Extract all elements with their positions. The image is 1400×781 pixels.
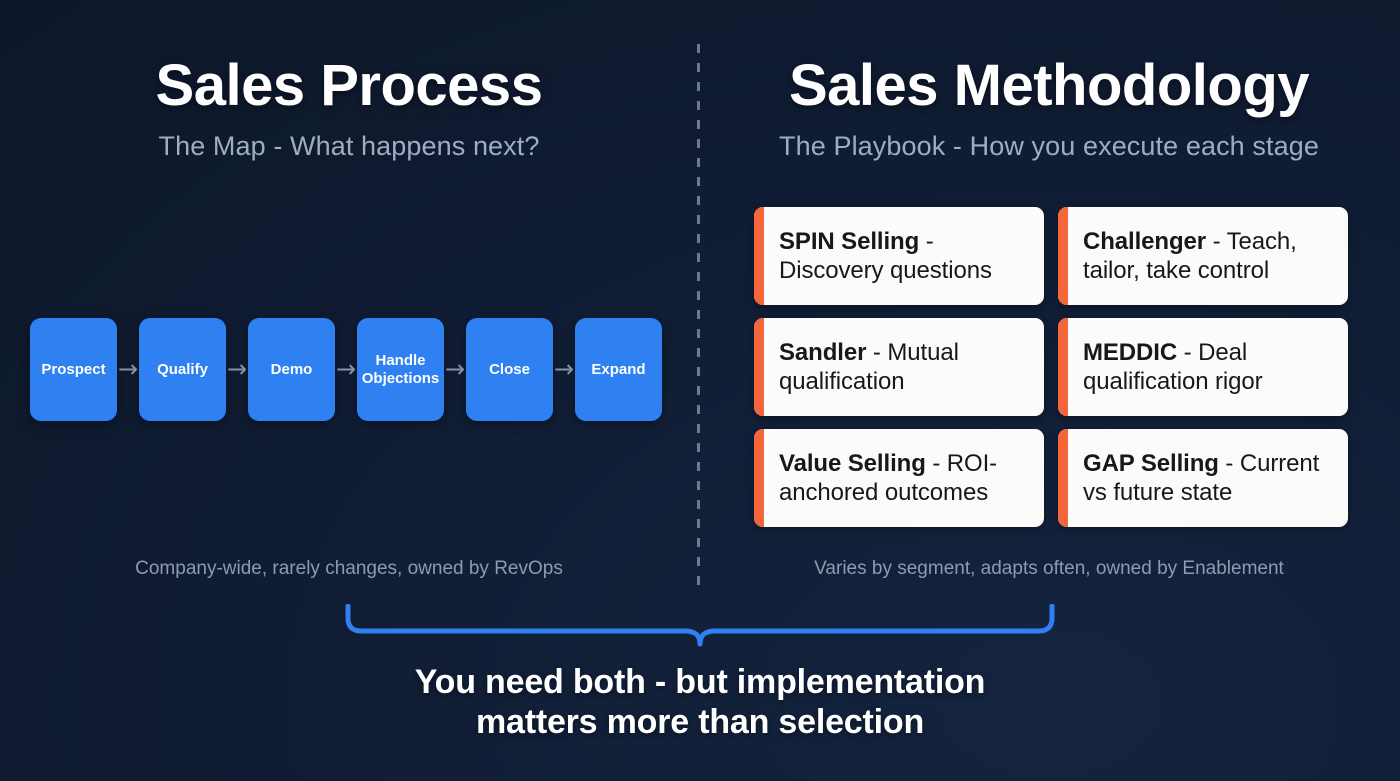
card-accent-bar [754,318,764,416]
methodology-card[interactable]: MEDDIC - Deal qualification rigor [1058,318,1348,416]
process-stage[interactable]: Close [466,318,553,421]
sales-process-column: Sales Process The Map - What happens nex… [0,0,698,781]
methodology-description: - Discovery questions [779,227,992,284]
methodology-description: - Deal qualification rigor [1083,338,1263,395]
methodology-card[interactable]: SPIN Selling - Discovery questions [754,207,1044,305]
methodology-description: - Teach, tailor, take control [1083,227,1297,284]
process-stage-label: Qualify [157,360,208,378]
methodology-card-text: Value Selling - ROI-anchored outcomes [764,449,1044,507]
methodology-card[interactable]: Sandler - Mutual qualification [754,318,1044,416]
methodology-description: - ROI-anchored outcomes [779,449,998,506]
methodology-name: Value Selling [779,449,926,477]
subtitle-right: The Playbook - How you execute each stag… [779,130,1319,161]
methodology-name: Challenger [1083,227,1207,255]
methodology-card-text: Sandler - Mutual qualification [764,338,1044,396]
page-title-right: Sales Methodology [788,53,1310,118]
arrow-right-icon: → [117,354,139,383]
arrow-right-icon: → [226,354,248,383]
methodology-name: MEDDIC [1083,338,1178,366]
footnote-left: Company-wide, rarely changes, owned by R… [135,558,563,579]
card-accent-bar [1058,207,1068,305]
process-stage[interactable]: Demo [248,318,335,421]
brace-icon [345,603,1055,647]
methodology-description: - Mutual qualification [779,338,959,395]
page-title-left: Sales Process [155,53,543,118]
methodology-name: GAP Selling [1083,449,1219,477]
conclusion-text: You need both - but implementation matte… [0,662,1400,742]
card-accent-bar [1058,429,1068,527]
process-stage-label: Close [489,360,530,378]
methodology-card-text: SPIN Selling - Discovery questions [764,227,1044,285]
conclusion-line-1: You need both - but implementation [414,663,986,701]
methodology-card-text: MEDDIC - Deal qualification rigor [1068,338,1348,396]
footnote-right: Varies by segment, adapts often, owned b… [814,558,1284,579]
process-stage-label: Prospect [41,360,106,378]
methodology-card-text: GAP Selling - Current vs future state [1068,449,1348,507]
conclusion-line-2: matters more than selection [475,703,925,742]
methodology-description: - Current vs future state [1083,449,1320,506]
sales-methodology-header: Sales Methodology The Playbook - How you… [698,53,1400,162]
methodology-card[interactable]: Value Selling - ROI-anchored outcomes [754,429,1044,527]
methodology-card[interactable]: GAP Selling - Current vs future state [1058,429,1348,527]
methodology-name: SPIN Selling [779,227,920,255]
sales-process-header: Sales Process The Map - What happens nex… [0,53,698,162]
card-accent-bar [754,429,764,527]
arrow-right-icon: → [335,354,357,383]
process-stage[interactable]: Expand [575,318,662,421]
methodology-card-grid: SPIN Selling - Discovery questions Challe… [754,207,1348,527]
methodology-card[interactable]: Challenger - Teach, tailor, take control [1058,207,1348,305]
process-stage-label: Expand [591,360,646,378]
card-accent-bar [1058,318,1068,416]
process-stage[interactable]: Qualify [139,318,226,421]
subtitle-left: The Map - What happens next? [158,130,540,161]
process-stage[interactable]: Prospect [30,318,117,421]
card-accent-bar [754,207,764,305]
process-stage-label: Demo [270,360,313,378]
unifying-brace [344,603,1056,652]
methodology-card-text: Challenger - Teach, tailor, take control [1068,227,1348,285]
methodology-name: Sandler [779,338,867,366]
arrow-right-icon: → [444,354,466,383]
sales-methodology-column: Sales Methodology The Playbook - How you… [698,0,1400,781]
column-divider [697,44,700,586]
arrow-right-icon: → [553,354,575,383]
